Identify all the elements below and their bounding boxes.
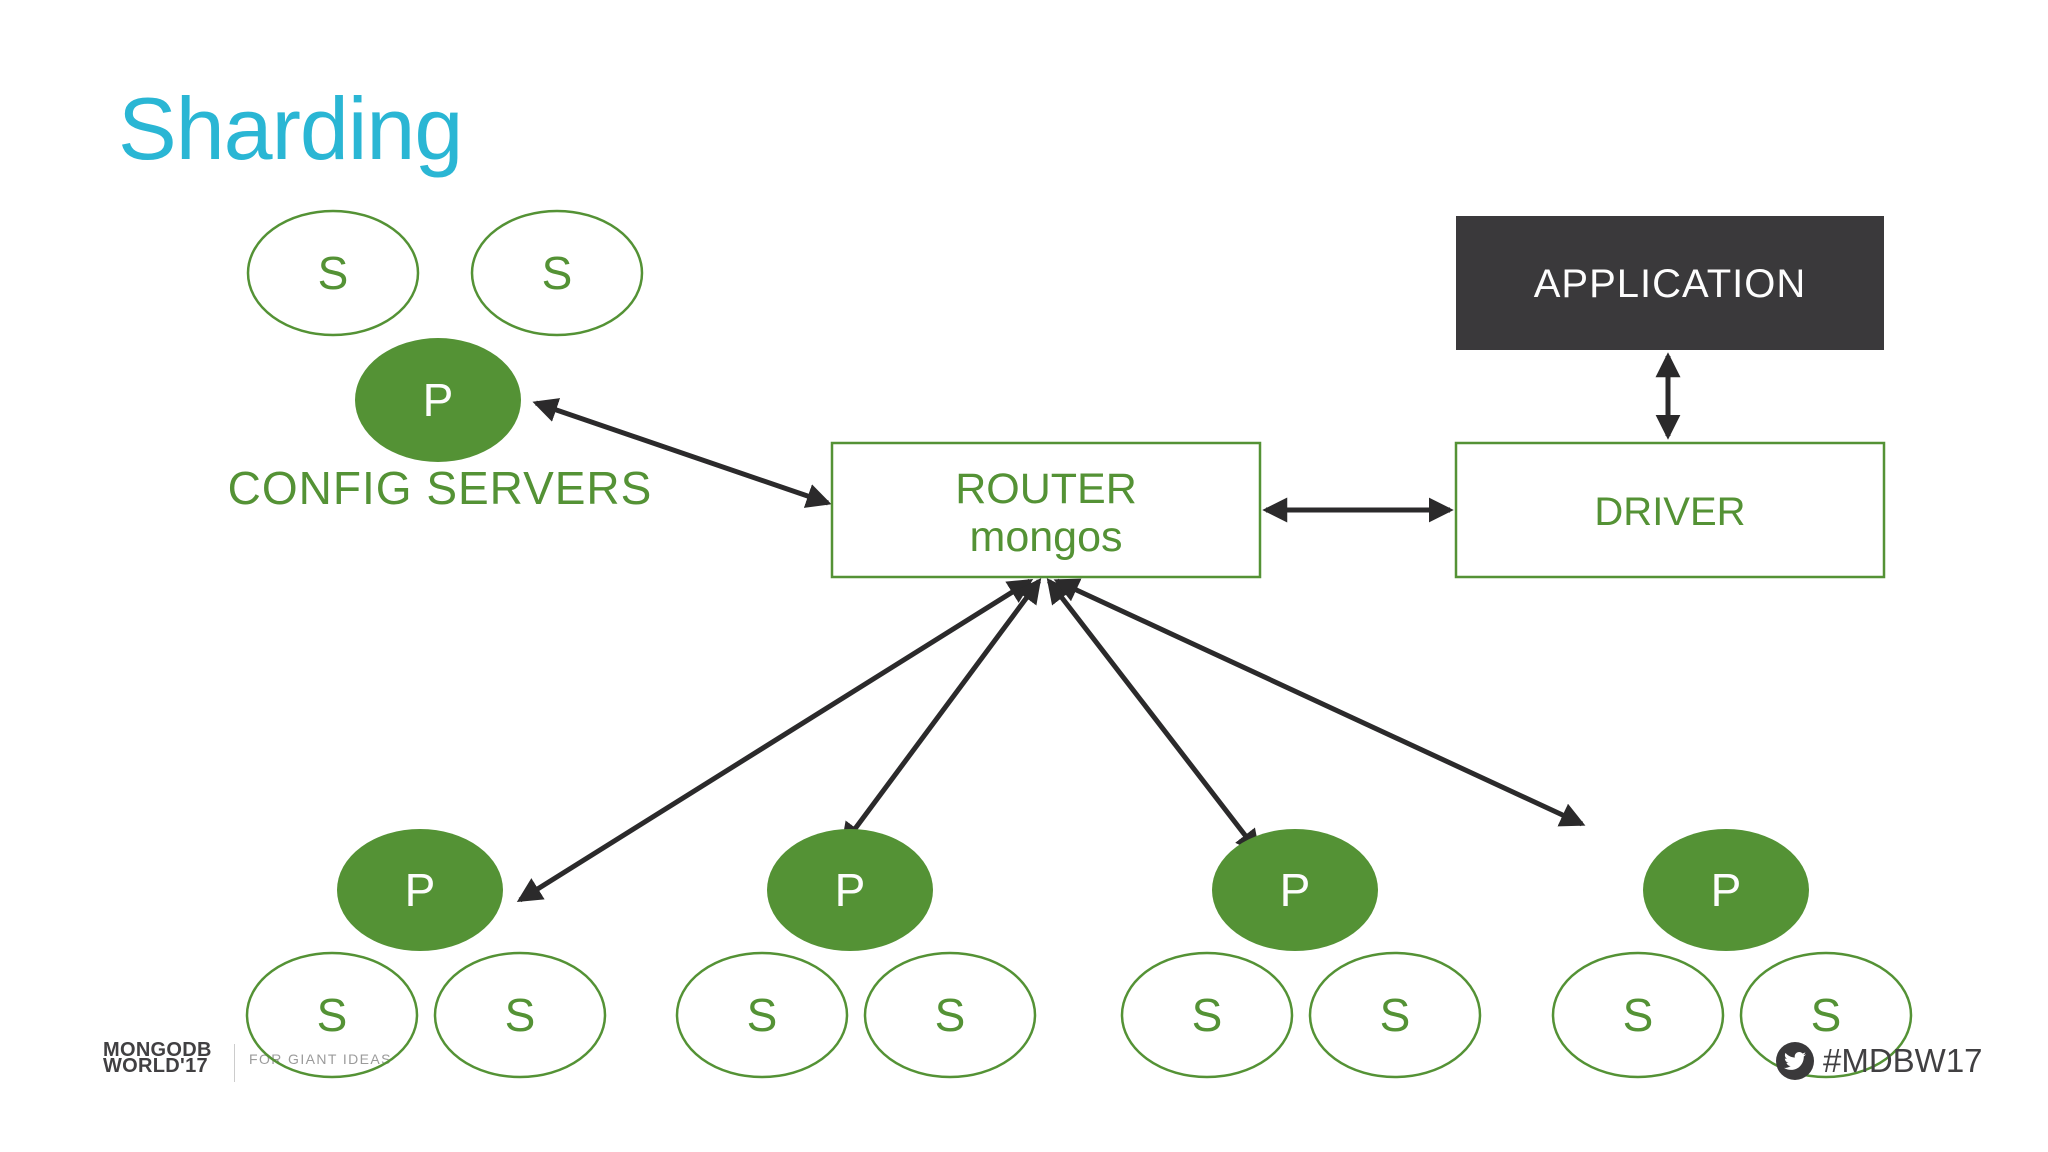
shard-1-secondary-label-1: S [317, 989, 348, 1041]
application-label: APPLICATION [1534, 262, 1807, 306]
config-secondary-ellipse-2 [470, 209, 644, 337]
arrow-router-shard-3 [1046, 578, 1261, 855]
logo-tagline: FOR GIANT IDEAS [249, 1051, 392, 1067]
logo-line1: MONGODB [103, 1039, 212, 1061]
config-secondary-label-2: S [542, 247, 573, 299]
page-title: Sharding [118, 79, 463, 178]
router-subtitle: mongos [970, 513, 1123, 561]
logo-line2: WORLD'17 [103, 1055, 208, 1077]
application-box [1456, 216, 1884, 350]
shard-2-secondary-ellipse-1 [675, 951, 849, 1079]
shard-4-secondary-ellipse-2 [1739, 951, 1913, 1079]
shard-4-secondary-label-2: S [1811, 989, 1842, 1041]
config-servers-label: CONFIG SERVERS [228, 462, 653, 514]
hashtag-label: #MDBW17 [1823, 1042, 1983, 1079]
config-servers-group: S S P CONFIG SERVERS [228, 209, 653, 514]
shard-group-2: P S S [675, 829, 1037, 1079]
config-secondary-ellipse-1 [246, 209, 420, 337]
config-secondary-label-1: S [318, 247, 349, 299]
shard-2-secondary-label-2: S [935, 989, 966, 1041]
shard-group-1: P S S [245, 829, 607, 1079]
arrow-router-shard-1 [516, 578, 1034, 903]
mongodb-world-logo: MONGODB WORLD'17 [103, 1039, 212, 1077]
driver-label: DRIVER [1594, 490, 1745, 534]
shard-2-secondary-label-1: S [747, 989, 778, 1041]
shard-3-primary-ellipse [1212, 829, 1378, 951]
shard-4-primary-ellipse [1643, 829, 1809, 951]
router-box [830, 441, 1262, 579]
shard-2-primary-label: P [835, 864, 866, 916]
shard-2-secondary-ellipse-2 [863, 951, 1037, 1079]
shard-4-secondary-ellipse-1 [1551, 951, 1725, 1079]
shard-2-primary-ellipse [767, 829, 933, 951]
config-primary-ellipse [355, 338, 521, 462]
config-primary-label: P [423, 374, 454, 426]
shard-group-4: P S S [1551, 829, 1913, 1079]
arrow-router-shard-4 [1053, 578, 1586, 827]
shard-3-secondary-ellipse-2 [1308, 951, 1482, 1079]
driver-group: DRIVER [1454, 441, 1886, 579]
arrow-config-router [532, 398, 832, 508]
twitter-icon [1776, 1042, 1814, 1080]
driver-box [1454, 441, 1886, 579]
arrow-router-shard-2 [840, 577, 1042, 849]
logo-divider [234, 1044, 235, 1082]
router-title: ROUTER [955, 465, 1137, 513]
shard-4-primary-label: P [1711, 864, 1742, 916]
shard-1-secondary-label-2: S [505, 989, 536, 1041]
shard-3-primary-label: P [1280, 864, 1311, 916]
shard-3-secondary-label-2: S [1380, 989, 1411, 1041]
twitter-bird-icon [1784, 1052, 1806, 1070]
shard-1-secondary-ellipse-1 [245, 951, 419, 1079]
shard-1-primary-ellipse [337, 829, 503, 951]
shard-3-secondary-label-1: S [1192, 989, 1223, 1041]
application-group: APPLICATION [1456, 216, 1884, 350]
shard-4-secondary-label-1: S [1623, 989, 1654, 1041]
shard-1-secondary-ellipse-2 [433, 951, 607, 1079]
router-group: ROUTER mongos [830, 441, 1262, 579]
shard-3-secondary-ellipse-1 [1120, 951, 1294, 1079]
shard-group-3: P S S [1120, 829, 1482, 1079]
twitter-badge: #MDBW17 [1776, 1042, 1983, 1080]
shard-1-primary-label: P [405, 864, 436, 916]
